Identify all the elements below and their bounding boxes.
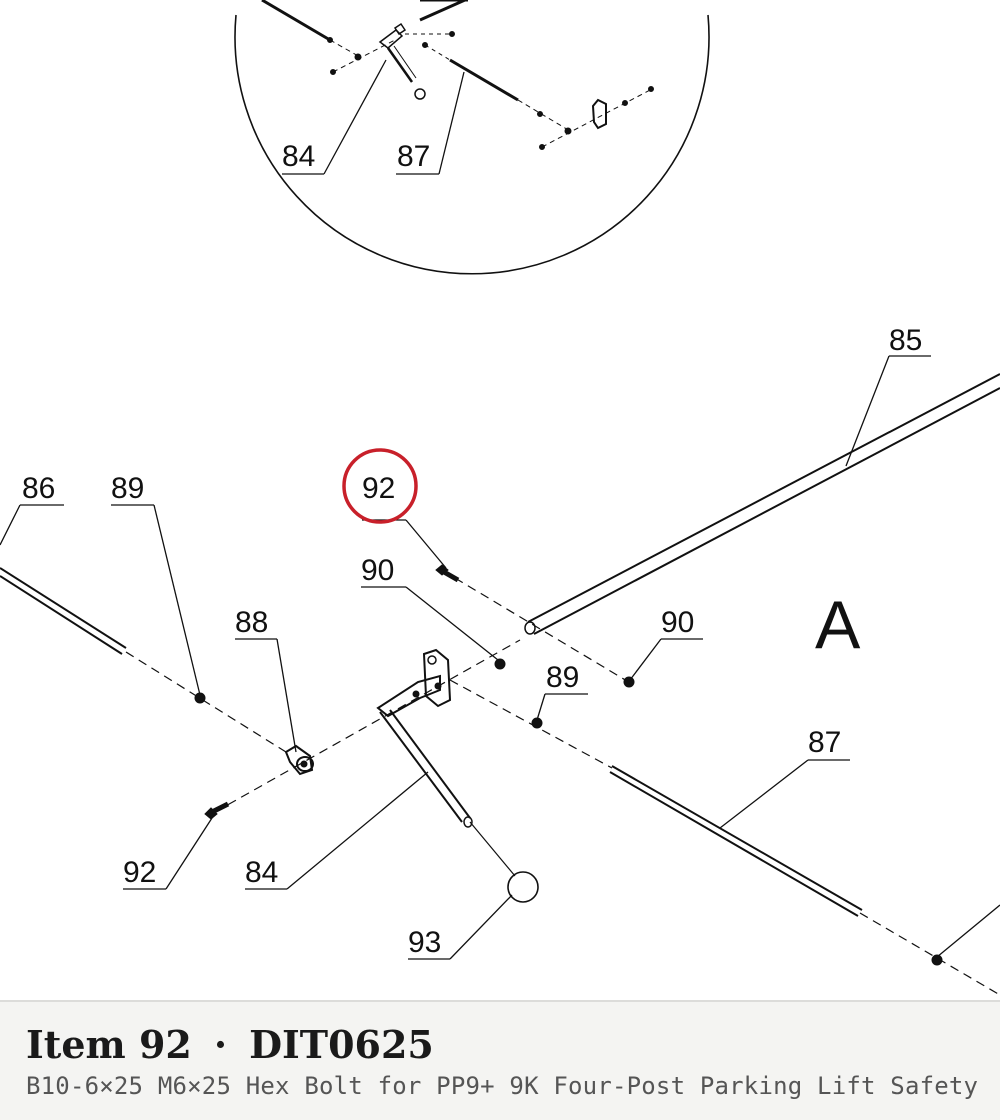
washer-right-edge (931, 954, 943, 966)
detail-label-87: 87 (397, 140, 430, 173)
callout-92-top[interactable]: 92 (362, 472, 395, 505)
item-number: Item 92 (26, 1022, 192, 1067)
nut-90-right (623, 676, 635, 688)
part-number: DIT0625 (249, 1022, 434, 1067)
leader-lines (0, 355, 1000, 960)
view-label-a: A (815, 587, 861, 663)
rod-85 (524, 373, 1000, 635)
part-description: B10-6×25 M6×25 Hex Bolt for PP9+ 9K Four… (26, 1072, 979, 1100)
callout-86: 86 (22, 472, 55, 505)
main-view (0, 355, 1000, 996)
callout-90-mid: 90 (361, 554, 394, 587)
exploded-parts-diagram: 84 87 (0, 0, 1000, 996)
callout-87: 87 (808, 726, 841, 759)
caption-separator: · (213, 1022, 228, 1067)
callout-90-right: 90 (661, 606, 694, 639)
callout-93: 93 (408, 926, 441, 959)
callout-89-right: 89 (546, 661, 579, 694)
caption-panel: Item 92 · DIT0625 B10-6×25 M6×25 Hex Bolt … (0, 1000, 1000, 1120)
highlight-ring-92 (342, 448, 418, 524)
bolt-92-bottom (204, 801, 230, 820)
crank-handle-84 (376, 648, 473, 828)
callout-85: 85 (889, 324, 922, 357)
bolt-92-top (435, 564, 460, 583)
rod-86 (0, 567, 127, 655)
caption-title: Item 92 · DIT0625 (26, 1022, 434, 1067)
rod-87 (609, 765, 863, 917)
callout-88: 88 (235, 606, 268, 639)
detail-circle (234, 14, 710, 275)
callout-84: 84 (245, 856, 278, 889)
callout-89-left: 89 (111, 472, 144, 505)
nut-90-mid (494, 658, 506, 670)
detail-label-84: 84 (282, 140, 315, 173)
detail-view (234, 0, 710, 275)
part-88 (284, 744, 314, 776)
callout-92-bottom: 92 (123, 856, 156, 889)
knob-93 (507, 871, 539, 903)
